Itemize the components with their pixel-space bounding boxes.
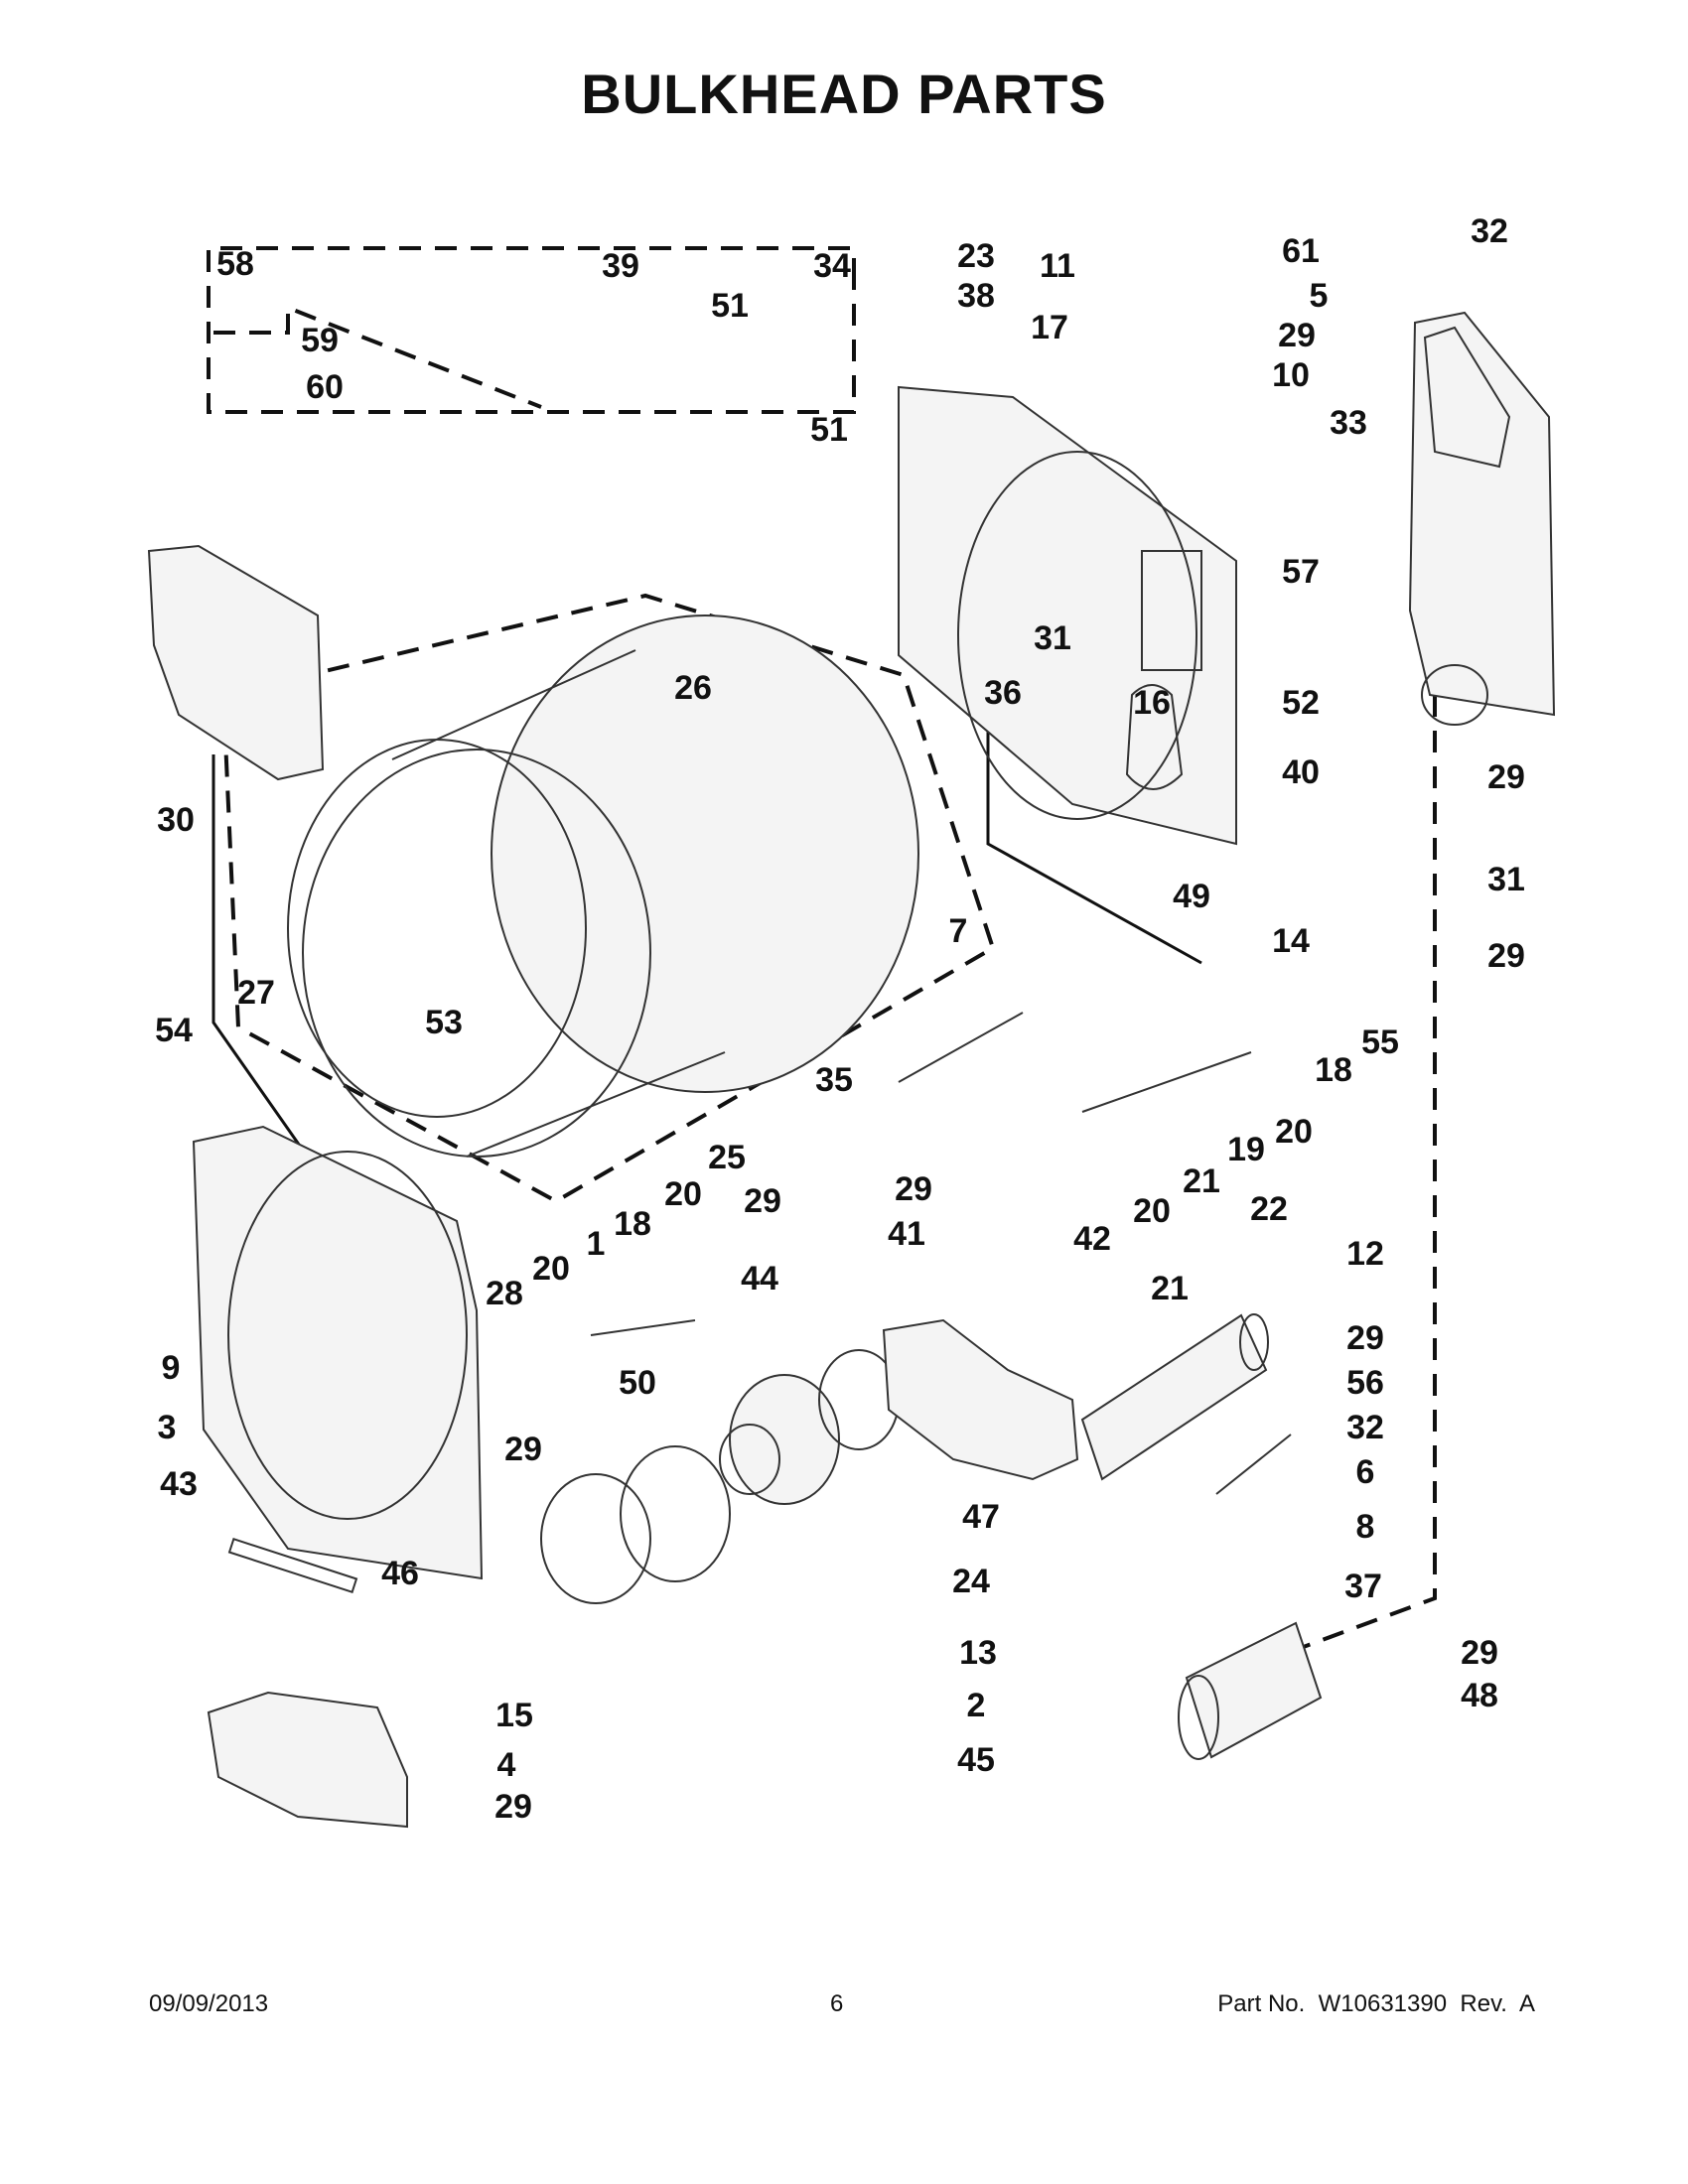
callout: 35 — [815, 1061, 853, 1099]
callout: 31 — [1034, 619, 1071, 657]
air-duct-panel — [1408, 311, 1556, 726]
footer-part-number: Part No. W10631390 Rev. A — [1217, 1990, 1535, 2017]
page-title: BULKHEAD PARTS — [581, 63, 1107, 125]
callout: 10 — [1272, 356, 1310, 394]
drum-bearing — [540, 1445, 731, 1604]
callout: 59 — [301, 322, 339, 359]
callout: 6 — [1356, 1453, 1375, 1491]
callout: 8 — [1356, 1508, 1375, 1546]
callout: 20 — [1275, 1113, 1313, 1151]
callout: 33 — [1330, 404, 1367, 442]
lint-screen — [147, 544, 325, 781]
callout: 36 — [984, 674, 1022, 712]
callout: 28 — [486, 1275, 523, 1312]
callout: 29 — [1461, 1634, 1498, 1672]
callout: 12 — [1346, 1235, 1384, 1273]
callout: 30 — [157, 801, 195, 839]
callout: 41 — [888, 1215, 925, 1253]
callout: 4 — [497, 1746, 516, 1784]
callout: 13 — [959, 1634, 997, 1672]
callout: 34 — [813, 247, 851, 285]
callout: 18 — [614, 1205, 651, 1243]
callout: 61 — [1282, 232, 1320, 270]
footer-page-number: 6 — [830, 1990, 844, 2017]
callout: 57 — [1282, 553, 1320, 591]
callout: 9 — [162, 1349, 181, 1387]
kit-boundary-drum — [220, 593, 996, 1204]
callout: 1 — [587, 1225, 606, 1263]
callout: 24 — [952, 1563, 990, 1600]
callout: 31 — [1487, 861, 1525, 898]
callout: 50 — [619, 1364, 656, 1402]
callout: 47 — [962, 1498, 1000, 1536]
callout: 2 — [967, 1687, 986, 1724]
callout: 5 — [1310, 277, 1329, 315]
callout: 3 — [158, 1409, 177, 1446]
burner-tube — [1178, 1621, 1323, 1760]
callout: 37 — [1344, 1568, 1382, 1605]
heater-duct — [1080, 1313, 1269, 1481]
callout: 16 — [1133, 684, 1171, 722]
callout: 55 — [1361, 1024, 1399, 1061]
callout: 29 — [895, 1170, 932, 1208]
footer-date: 09/09/2013 — [149, 1990, 269, 2017]
callout: 32 — [1346, 1409, 1384, 1446]
callout: 29 — [504, 1431, 542, 1468]
callout: 19 — [1227, 1131, 1265, 1168]
callout: 29 — [1487, 937, 1525, 975]
callout: 29 — [1278, 317, 1316, 354]
callout: 21 — [1183, 1162, 1220, 1200]
blower-housing — [882, 1318, 1079, 1481]
callout: 56 — [1346, 1364, 1384, 1402]
callout: 18 — [1315, 1051, 1352, 1089]
callout: 17 — [1031, 309, 1068, 346]
callout: 48 — [1461, 1677, 1498, 1714]
callout: 14 — [1272, 922, 1310, 960]
callout: 43 — [160, 1465, 198, 1503]
callout: 58 — [216, 245, 254, 283]
front-bulkhead — [192, 1125, 484, 1580]
callout: 29 — [1487, 758, 1525, 796]
callout: 46 — [381, 1555, 419, 1592]
callout: 11 — [1040, 247, 1075, 285]
callout: 23 — [957, 237, 995, 275]
drum-seal-ring — [287, 739, 587, 1118]
callout: 32 — [1471, 212, 1508, 250]
callout: 39 — [602, 247, 639, 285]
callout: 21 — [1151, 1270, 1189, 1307]
callout: 54 — [155, 1012, 193, 1049]
callout: 20 — [532, 1250, 570, 1288]
callout: 22 — [1250, 1190, 1288, 1228]
callout: 26 — [674, 669, 712, 707]
callout: 38 — [957, 277, 995, 315]
callout: 7 — [949, 912, 968, 950]
blower-wheel — [719, 1374, 840, 1505]
callout: 49 — [1173, 878, 1210, 915]
callout: 51 — [810, 411, 848, 449]
callout: 52 — [1282, 684, 1320, 722]
drum — [302, 614, 919, 1158]
callout: 53 — [425, 1004, 463, 1041]
callout: 20 — [1133, 1192, 1171, 1230]
callout: 42 — [1073, 1220, 1111, 1258]
callout: 44 — [741, 1260, 778, 1297]
callout: 51 — [711, 287, 749, 325]
callout: 15 — [495, 1697, 533, 1734]
callout: 27 — [237, 974, 275, 1012]
callouts: 58 39 34 23 38 11 61 32 5 59 51 60 51 17… — [155, 212, 1525, 1826]
callout: 29 — [494, 1788, 532, 1826]
callout: 40 — [1282, 753, 1320, 791]
callout: 20 — [664, 1175, 702, 1213]
motor-and-shaft-parts — [227, 1012, 1292, 1594]
callout: 29 — [1346, 1319, 1384, 1357]
callout: 25 — [708, 1139, 746, 1176]
callout: 45 — [957, 1741, 995, 1779]
kit-boundary-console — [207, 246, 856, 414]
callout: 29 — [744, 1182, 781, 1220]
callout: 60 — [306, 368, 344, 406]
exhaust-duct — [207, 1691, 408, 1829]
kit-boundary-heater — [1300, 695, 1437, 1650]
rear-bulkhead — [898, 385, 1237, 846]
